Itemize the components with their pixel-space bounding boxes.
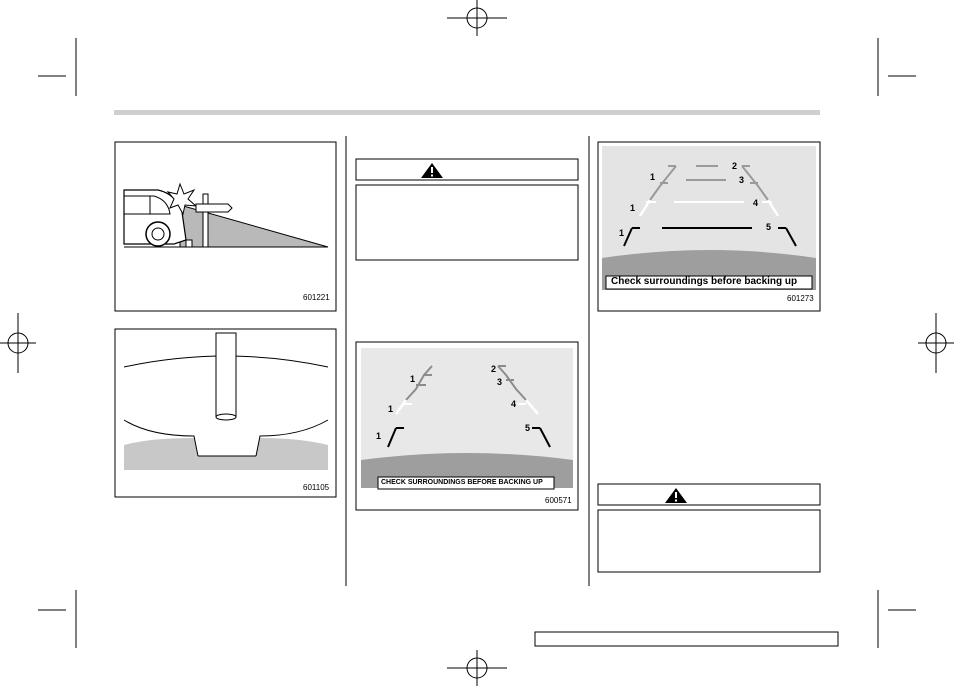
- figure-guide-lines-gray: [355, 341, 579, 511]
- guide-label: 5: [525, 423, 531, 433]
- registration-mark-bottom: [447, 650, 507, 686]
- guide-label: 1: [619, 228, 625, 238]
- figure-code: 601221: [303, 293, 330, 302]
- guide-label: 3: [739, 175, 745, 185]
- guide-label: 2: [732, 161, 738, 171]
- guide-label: 3: [497, 377, 503, 387]
- pole: [215, 332, 237, 418]
- warning-box-center: [355, 158, 579, 261]
- impact-star-icon: [166, 182, 198, 216]
- guide-label: 1: [650, 172, 656, 182]
- post: [202, 193, 209, 248]
- screen-banner-text: CHECK SURROUNDINGS BEFORE BACKING UP: [381, 479, 543, 486]
- registration-mark-left: [0, 313, 36, 373]
- registration-mark-top: [447, 0, 507, 36]
- guide-label: 1: [630, 203, 636, 213]
- guide-label: 1: [410, 374, 416, 384]
- page-footer-box: [534, 631, 839, 647]
- screen-banner-text: Check surroundings before backing up: [611, 276, 798, 287]
- crop-marks: [38, 38, 916, 648]
- guide-label: 1: [376, 431, 382, 441]
- guide-label: 4: [753, 198, 759, 208]
- figure-pole-camera-view: [114, 328, 337, 498]
- figure-code: 600571: [545, 496, 572, 505]
- guide-label: 1: [388, 404, 394, 414]
- registration-mark-right: [918, 313, 954, 373]
- figure-code: 601105: [303, 483, 330, 492]
- warning-box-right: [597, 483, 821, 573]
- figure-guide-lines-screen: [597, 141, 821, 312]
- header-rule: [114, 110, 820, 115]
- post-sign: [195, 203, 233, 213]
- figure-slope-illustration: [114, 141, 337, 312]
- figure-code: 601273: [787, 294, 814, 303]
- bumper-area: [124, 438, 328, 470]
- guide-label: 2: [491, 364, 497, 374]
- guide-label: 5: [766, 222, 772, 232]
- guide-label: 4: [511, 399, 517, 409]
